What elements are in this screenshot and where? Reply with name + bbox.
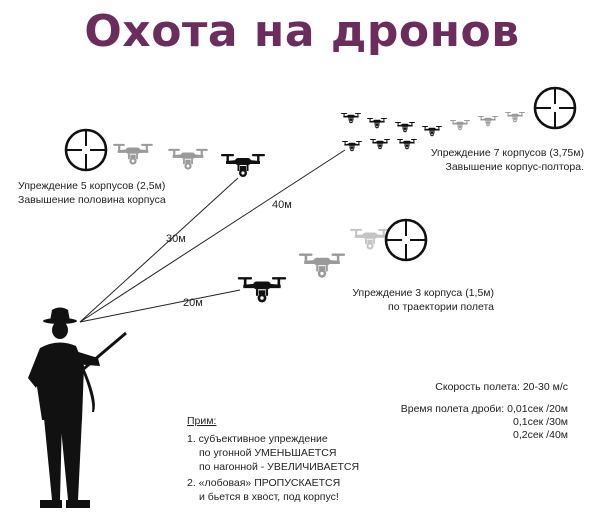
distance-label-30m: 30м xyxy=(166,233,186,245)
drone-icon xyxy=(478,115,498,127)
note-1-line-2: по угонной УМЕНЬШАЕТСЯ xyxy=(199,447,336,459)
drone-icon xyxy=(298,253,346,278)
scope-icon xyxy=(64,128,108,172)
drone-icon xyxy=(422,125,442,137)
notes-title: Прим: xyxy=(187,415,216,427)
scenario-2-lead: Упреждение 7 корпусов (3,75м) xyxy=(431,147,584,159)
drone-icon xyxy=(342,140,362,152)
hunter-silhouette xyxy=(28,307,100,508)
drone-icon xyxy=(505,111,525,123)
note-2-line-2: и бьется в хвост, под корпус! xyxy=(199,491,339,503)
flight-speed: Скорость полета: 20-30 м/с xyxy=(435,381,568,393)
distance-label-40m: 40м xyxy=(272,199,292,211)
sight-line-20m xyxy=(79,289,241,323)
scenario-1-elevation: Завышение половина корпуса xyxy=(18,194,166,206)
sight-line-40m xyxy=(79,149,346,323)
drone-icon xyxy=(221,154,265,177)
drone-icon xyxy=(370,138,390,150)
drone-icon xyxy=(350,228,390,250)
scenario-3-lead: Упреждение 3 корпуса (1,5м) xyxy=(352,287,494,299)
shot-flight-time-40m: 0,2сек /40м xyxy=(513,429,568,441)
drone-icon xyxy=(113,143,153,165)
note-1-line-1: 1. субъективное упреждение xyxy=(187,433,328,445)
note-1-line-3: по нагонной - УВЕЛИЧИВАЕТСЯ xyxy=(199,461,359,473)
drone-icon xyxy=(168,148,208,170)
scope-icon xyxy=(384,218,428,262)
scenario-1-lead: Упреждение 5 корпусов (2,5м) xyxy=(18,180,165,192)
shotgun xyxy=(79,331,127,374)
drone-icon xyxy=(367,117,387,129)
shot-flight-time: Время полета дроби: 0,01сек /20м xyxy=(401,403,568,415)
sight-line-30m xyxy=(79,177,239,323)
shot-flight-time-30m: 0,1сек /30м xyxy=(513,416,568,428)
note-2-line-1: 2. «лобовая» ПРОПУСКАЕТСЯ xyxy=(187,477,340,489)
drone-icon xyxy=(237,277,287,303)
distance-label-20m: 20м xyxy=(183,297,203,309)
page-title: Охота на дронов xyxy=(84,6,520,57)
scenario-2-elevation: Завышение корпус-полтора. xyxy=(446,161,585,173)
drone-icon xyxy=(341,112,361,124)
drone-icon xyxy=(395,121,415,133)
scope-icon xyxy=(533,86,577,130)
drone-icon xyxy=(397,138,417,150)
drone-icon xyxy=(450,119,470,131)
scenario-3-trajectory: по траектории полета xyxy=(388,301,494,313)
